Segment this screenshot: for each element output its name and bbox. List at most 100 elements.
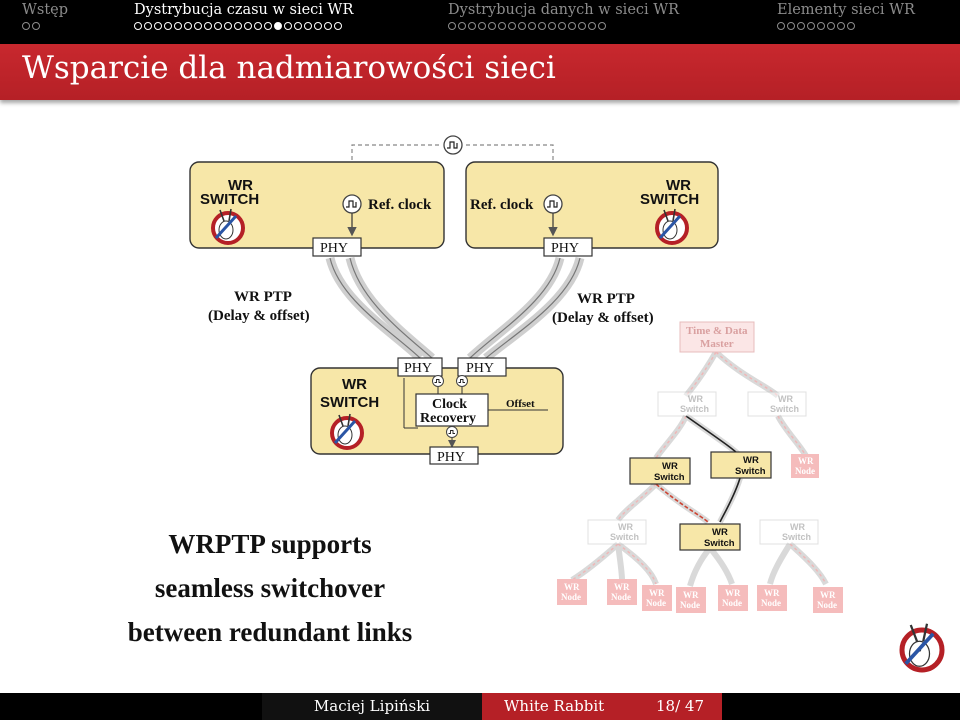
- nav-section-wstep[interactable]: Wstęp: [22, 2, 69, 18]
- switch-tr-line1: WR: [666, 177, 691, 194]
- nav-slide-dot[interactable]: [847, 22, 855, 30]
- tree-node-label: Node: [646, 598, 666, 608]
- nav-slide-dot[interactable]: [498, 22, 506, 30]
- tree-switch-label: Switch: [782, 532, 811, 542]
- ref-clock-icon: [543, 194, 563, 214]
- nav-slide-dot[interactable]: [294, 22, 302, 30]
- tree-switch-wr: WR: [688, 394, 703, 404]
- tree-node-label: Node: [680, 600, 700, 610]
- nav-slide-dot[interactable]: [32, 22, 40, 30]
- frame-title-bar: Wsparcie dla nadmiarowości sieci: [0, 44, 960, 100]
- nav-slide-dot[interactable]: [254, 22, 262, 30]
- tree-active-switch-label: Switch: [654, 472, 685, 483]
- tree-active-switch-label: Switch: [704, 538, 735, 549]
- nav-slide-dot[interactable]: [324, 22, 332, 30]
- tree-master-line2: Master: [700, 338, 734, 350]
- wr-switch-bottom: WR SWITCH PHY PHY Clock Recovery Offset …: [310, 357, 564, 465]
- white-rabbit-logo-icon: [899, 623, 945, 673]
- caption-line-1: WRPTP supports: [168, 529, 372, 559]
- nav-slide-dot[interactable]: [558, 22, 566, 30]
- nav-section-time-distribution[interactable]: Dystrybucja czasu w sieci WR: [134, 2, 354, 18]
- switch-b-phy-b: PHY: [466, 361, 494, 376]
- tree-node-label: Node: [817, 600, 837, 610]
- nav-slide-dot[interactable]: [458, 22, 466, 30]
- slide-caption: WRPTP supports seamless switchover betwe…: [80, 522, 460, 654]
- footer-author: Maciej Lipiński: [262, 693, 482, 720]
- nav-slide-dot[interactable]: [478, 22, 486, 30]
- nav-section-network-elements[interactable]: Elementy sieci WR: [777, 2, 915, 18]
- nav-slide-dot[interactable]: [204, 22, 212, 30]
- tree-node-label: Node: [761, 598, 781, 608]
- nav-slide-dot[interactable]: [234, 22, 242, 30]
- tree-active-switch-wr: WR: [743, 455, 759, 466]
- switch-tr-line2: SWITCH: [640, 191, 699, 208]
- nav-slide-dot[interactable]: [548, 22, 556, 30]
- nav-slide-dot[interactable]: [134, 22, 142, 30]
- switch-tr-phy: PHY: [551, 241, 579, 256]
- tree-active-switch-wr: WR: [662, 461, 678, 472]
- nav-slide-dot[interactable]: [334, 22, 342, 30]
- network-tree: Time & Data Master WR Switch WR Switch W…: [557, 321, 843, 613]
- nav-slide-dot[interactable]: [264, 22, 272, 30]
- tree-switch-wr: WR: [790, 522, 805, 532]
- switch-tl-line2: SWITCH: [200, 191, 259, 208]
- nav-slide-dot[interactable]: [777, 22, 785, 30]
- nav-slide-dot[interactable]: [304, 22, 312, 30]
- nav-slide-dot[interactable]: [448, 22, 456, 30]
- switch-b-phy-a: PHY: [404, 361, 432, 376]
- nav-slide-dot[interactable]: [598, 22, 606, 30]
- recovered-clock-icon: [456, 375, 468, 387]
- nav-slide-dot[interactable]: [174, 22, 182, 30]
- nav-slide-dot[interactable]: [817, 22, 825, 30]
- nav-slide-dot[interactable]: [144, 22, 152, 30]
- tree-active-switch-label: Switch: [735, 466, 766, 477]
- tree-node-label: Node: [795, 466, 815, 476]
- nav-slide-dot[interactable]: [787, 22, 795, 30]
- nav-dots-time-distribution[interactable]: [134, 22, 342, 32]
- nav-slide-dot[interactable]: [578, 22, 586, 30]
- nav-slide-dot[interactable]: [164, 22, 172, 30]
- output-clock-icon: [446, 426, 458, 438]
- clock-recovery-line2: Recovery: [420, 411, 476, 426]
- nav-slide-dot[interactable]: [488, 22, 496, 30]
- nav-slide-dot[interactable]: [468, 22, 476, 30]
- nav-slide-dot[interactable]: [244, 22, 252, 30]
- nav-slide-dot[interactable]: [184, 22, 192, 30]
- nav-slide-dot[interactable]: [797, 22, 805, 30]
- nav-slide-dot[interactable]: [807, 22, 815, 30]
- switch-b-phy-out: PHY: [437, 450, 465, 465]
- nav-dots-data-distribution[interactable]: [448, 22, 606, 32]
- nav-slide-dot[interactable]: [224, 22, 232, 30]
- nav-slide-dot[interactable]: [194, 22, 202, 30]
- footer-page-number: 18/ 47: [656, 697, 704, 715]
- switch-tl-clock-label: Ref. clock: [368, 197, 432, 213]
- nav-slide-dot[interactable]: [284, 22, 292, 30]
- tree-switch-label: Switch: [680, 404, 709, 414]
- tree-node-wr: WR: [798, 456, 814, 466]
- tree-node-label: Node: [561, 592, 581, 602]
- nav-slide-dot[interactable]: [214, 22, 222, 30]
- nav-slide-dot[interactable]: [518, 22, 526, 30]
- nav-section-data-distribution[interactable]: Dystrybucja danych w sieci WR: [448, 2, 680, 18]
- tree-switch-label: Switch: [610, 532, 639, 542]
- caption-line-2: seamless switchover: [154, 573, 386, 603]
- ref-clock-icon: [342, 194, 362, 214]
- nav-slide-dot[interactable]: [568, 22, 576, 30]
- nav-dots-wstep[interactable]: [22, 22, 40, 32]
- clock-recovery-line1: Clock: [432, 397, 467, 412]
- recovered-clock-icon: [432, 375, 444, 387]
- nav-slide-dot[interactable]: [538, 22, 546, 30]
- nav-slide-dot[interactable]: [154, 22, 162, 30]
- nav-slide-dot[interactable]: [274, 22, 282, 30]
- tree-node-wr: WR: [764, 588, 780, 598]
- nav-slide-dot[interactable]: [314, 22, 322, 30]
- nav-dots-network-elements[interactable]: [777, 22, 855, 32]
- switch-b-line1: WR: [342, 376, 367, 393]
- nav-slide-dot[interactable]: [827, 22, 835, 30]
- nav-slide-dot[interactable]: [508, 22, 516, 30]
- nav-slide-dot[interactable]: [528, 22, 536, 30]
- nav-slide-dot[interactable]: [588, 22, 596, 30]
- caption-line-3: between redundant links: [127, 617, 413, 647]
- nav-slide-dot[interactable]: [22, 22, 30, 30]
- nav-slide-dot[interactable]: [837, 22, 845, 30]
